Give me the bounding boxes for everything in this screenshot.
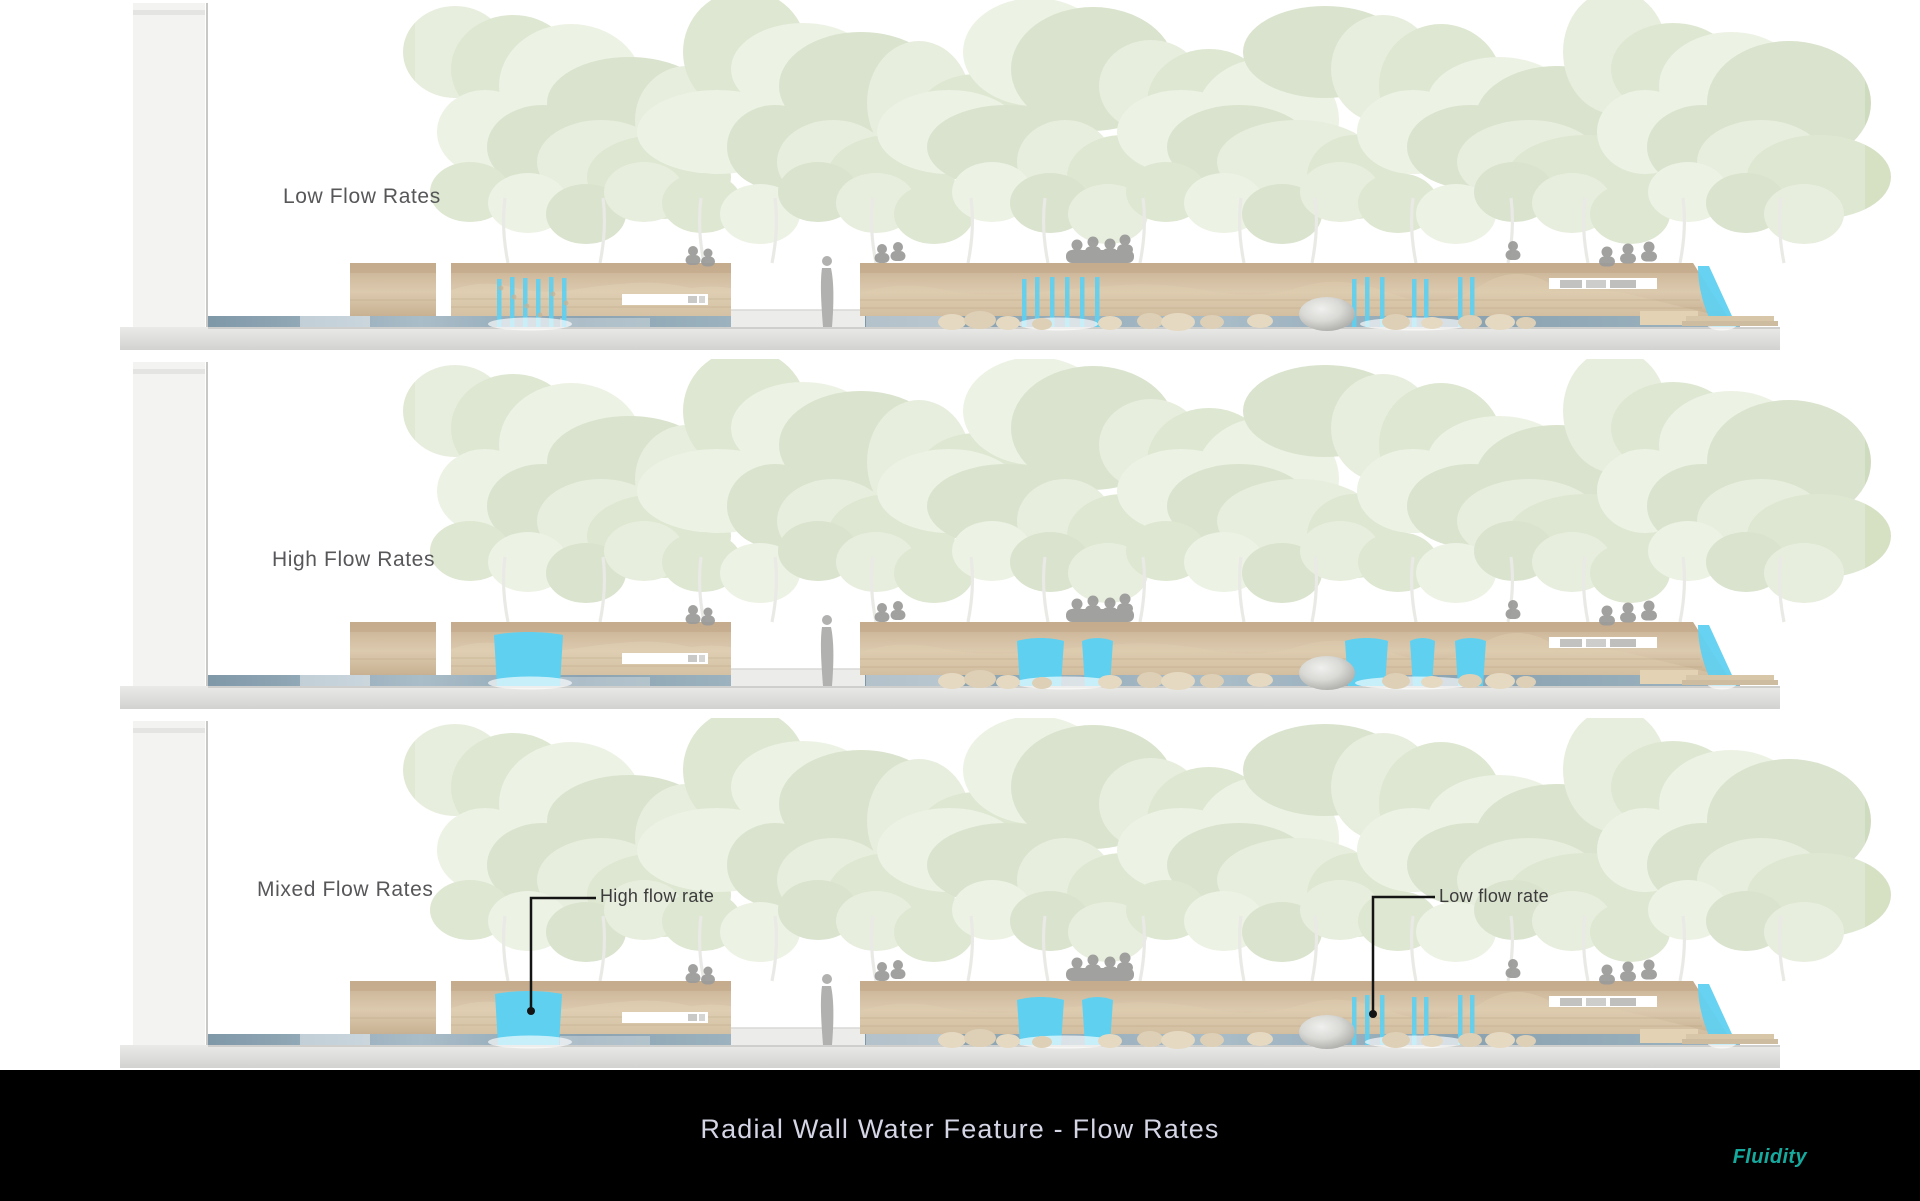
title-bar: Radial Wall Water Feature - Flow Rates F… <box>0 1070 1920 1201</box>
section-mixed-flow: Mixed Flow Rates <box>0 718 1920 1078</box>
section-label-mixed: Mixed Flow Rates <box>257 878 434 901</box>
annotation-high-flow-rate: High flow rate <box>600 886 715 906</box>
section-label-high: High Flow Rates <box>272 548 436 571</box>
low-flow-section-drawing <box>120 0 1891 350</box>
section-high-flow: High Flow Rates <box>0 359 1920 719</box>
high-flow-section-drawing <box>120 359 1891 709</box>
fluidity-logo: Fluidity <box>1732 1146 1807 1168</box>
slide-title: Radial Wall Water Feature - Flow Rates <box>700 1114 1220 1144</box>
section-label-low: Low Flow Rates <box>283 185 441 208</box>
section-low-flow: Low Flow Rates <box>0 0 1920 360</box>
mixed-flow-section-drawing <box>120 718 1891 1068</box>
annotation-low-flow-rate: Low flow rate <box>1439 886 1549 906</box>
